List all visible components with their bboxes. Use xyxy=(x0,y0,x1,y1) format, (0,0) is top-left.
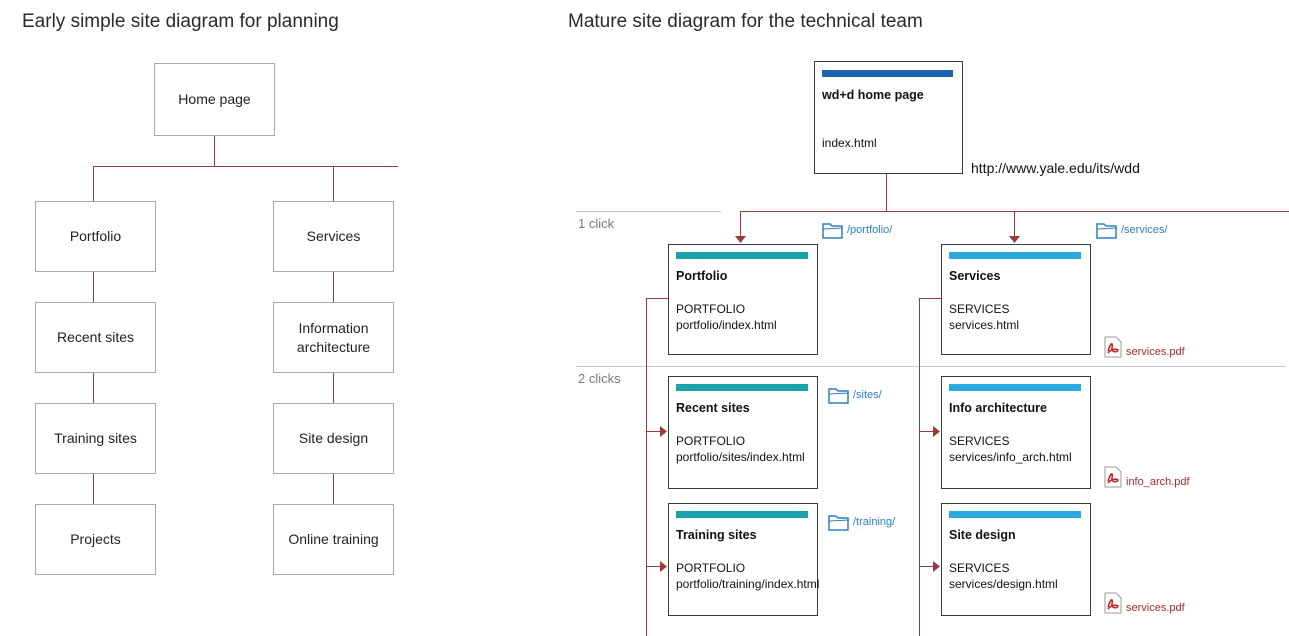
node-section: PORTFOLIO xyxy=(676,302,746,316)
pdf-label: info_arch.pdf xyxy=(1126,476,1190,488)
connector xyxy=(214,135,215,167)
arrow-right-icon xyxy=(933,561,940,572)
pdf-site-design: services.pdf xyxy=(1103,592,1185,614)
recent-sites-box: Recent sites xyxy=(35,302,156,373)
site-design-box: Site design xyxy=(273,403,394,474)
folder-training: /training/ xyxy=(828,513,895,531)
connector xyxy=(646,431,662,432)
information-architecture-box: Information architecture xyxy=(273,302,394,373)
connector xyxy=(919,298,920,636)
level-label-2-clicks: 2 clicks xyxy=(578,371,621,386)
level-label-1-click: 1 click xyxy=(578,216,615,231)
folder-sites: /sites/ xyxy=(828,386,882,404)
pdf-services: services.pdf xyxy=(1103,336,1185,358)
folder-icon xyxy=(828,515,850,531)
home-page-node: wd+d home page index.html xyxy=(814,61,963,174)
node-color-bar xyxy=(676,252,808,259)
node-file: portfolio/training/index.html xyxy=(676,577,820,591)
arrow-down-icon xyxy=(1009,236,1020,243)
online-training-box: Online training xyxy=(273,504,394,575)
connector xyxy=(919,431,935,432)
services-node: Services SERVICES services.html xyxy=(941,244,1091,355)
connector xyxy=(93,372,94,404)
node-section: PORTFOLIO xyxy=(676,561,746,575)
services-box: Services xyxy=(273,201,394,272)
connector xyxy=(919,298,941,299)
node-title: Services xyxy=(949,269,1001,283)
portfolio-node: Portfolio PORTFOLIO portfolio/index.html xyxy=(668,244,818,355)
portfolio-box: Portfolio xyxy=(35,201,156,272)
node-title: Recent sites xyxy=(676,401,750,415)
recent-sites-node: Recent sites PORTFOLIO portfolio/sites/i… xyxy=(668,376,818,489)
level-divider xyxy=(576,211,721,212)
pdf-file-icon xyxy=(1104,592,1122,614)
node-title: Info architecture xyxy=(949,401,1047,415)
node-section: SERVICES xyxy=(949,302,1010,316)
node-section: SERVICES xyxy=(949,561,1010,575)
arrow-right-icon xyxy=(660,561,667,572)
pdf-info-arch: info_arch.pdf xyxy=(1103,466,1190,488)
connector xyxy=(333,166,334,202)
node-file: services/design.html xyxy=(949,577,1058,591)
node-color-bar xyxy=(676,384,808,391)
folder-label: /sites/ xyxy=(853,389,882,401)
connector xyxy=(886,173,887,212)
folder-services: /services/ xyxy=(1096,221,1167,239)
connector xyxy=(333,473,334,505)
arrow-right-icon xyxy=(933,426,940,437)
site-design-node: Site design SERVICES services/design.htm… xyxy=(941,503,1091,616)
node-color-bar xyxy=(949,384,1081,391)
node-file: portfolio/index.html xyxy=(676,318,777,332)
connector xyxy=(740,211,741,239)
pdf-label: services.pdf xyxy=(1126,346,1185,358)
node-section: PORTFOLIO xyxy=(676,434,746,448)
node-title: Portfolio xyxy=(676,269,728,283)
node-color-bar xyxy=(676,511,808,518)
level-divider xyxy=(576,366,1286,367)
pdf-label: services.pdf xyxy=(1126,602,1185,614)
training-sites-node: Training sites PORTFOLIO portfolio/train… xyxy=(668,503,820,616)
node-file: services.html xyxy=(949,318,1020,332)
node-section: SERVICES xyxy=(949,434,1010,448)
pdf-file-icon xyxy=(1104,466,1122,488)
node-file: index.html xyxy=(822,136,877,150)
folder-portfolio: /portfolio/ xyxy=(822,221,892,239)
connector xyxy=(93,271,94,303)
folder-label: /training/ xyxy=(853,516,896,528)
connector xyxy=(93,166,94,202)
left-diagram-title: Early simple site diagram for planning xyxy=(22,11,339,32)
folder-icon xyxy=(1096,223,1118,239)
pdf-file-icon xyxy=(1104,336,1122,358)
right-diagram-title: Mature site diagram for the technical te… xyxy=(568,11,923,32)
node-file: services/info_arch.html xyxy=(949,450,1072,464)
folder-icon xyxy=(828,388,850,404)
arrow-right-icon xyxy=(660,426,667,437)
folder-label: /services/ xyxy=(1121,224,1168,236)
connector xyxy=(93,166,398,167)
node-color-bar xyxy=(822,70,953,77)
node-file: portfolio/sites/index.html xyxy=(676,450,805,464)
node-title: wd+d home page xyxy=(822,88,924,102)
connector xyxy=(919,566,935,567)
node-color-bar xyxy=(949,511,1081,518)
info-architecture-node: Info architecture SERVICES services/info… xyxy=(941,376,1091,489)
arrow-down-icon xyxy=(735,236,746,243)
folder-label: /portfolio/ xyxy=(847,224,893,236)
connector xyxy=(646,298,647,636)
connector xyxy=(646,566,662,567)
projects-box: Projects xyxy=(35,504,156,575)
node-title: Site design xyxy=(949,528,1016,542)
node-title: Training sites xyxy=(676,528,757,542)
folder-icon xyxy=(822,223,844,239)
connector xyxy=(646,298,668,299)
connector xyxy=(93,473,94,505)
connector xyxy=(333,372,334,404)
training-sites-box: Training sites xyxy=(35,403,156,474)
site-url: http://www.yale.edu/its/wdd xyxy=(971,160,1140,176)
connector xyxy=(333,271,334,303)
home-page-box: Home page xyxy=(154,63,275,136)
node-color-bar xyxy=(949,252,1081,259)
connector xyxy=(1014,211,1015,239)
